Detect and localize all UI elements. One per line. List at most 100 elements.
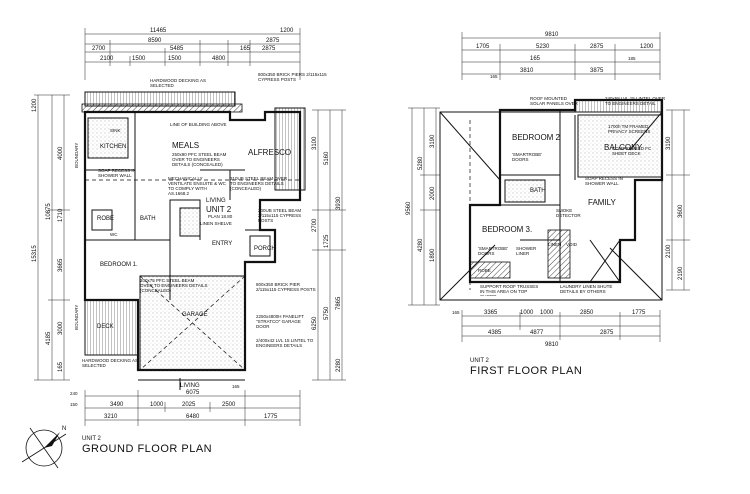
- note-steel-beam-1: 250x90 PFC STEEL BEAM OVER TO ENGINEERS …: [172, 152, 227, 167]
- ff-robe: [469, 261, 511, 279]
- dim-ff-left-e: 1890: [430, 248, 436, 262]
- dim-bottom-i: 150: [70, 402, 78, 407]
- note-ff-shower: SHOWER LINER: [516, 246, 537, 256]
- first-unit-label: UNIT 2: [470, 358, 490, 364]
- ff-stair: [547, 229, 571, 279]
- dim-left-c: 10875: [46, 203, 52, 220]
- dim-bottom-g: 1775: [264, 414, 278, 420]
- room-entry: ENTRY: [212, 241, 232, 247]
- dim-ff-bottom-i: 165: [452, 310, 460, 315]
- fixture-linen: LINEN SHELVE: [200, 221, 232, 226]
- dim-left-b: 4000: [58, 146, 64, 160]
- ground-notes: HARDWOOD DECKING AS SELECTED LINE OF BUI…: [82, 72, 327, 368]
- note-steel-beam-2: 310UB STEEL BEAM OVER TO ENGINEERS DETAI…: [230, 176, 288, 191]
- dim-ff-bottom-b: 1000: [520, 310, 534, 316]
- dim-ff-left-d: 4280: [418, 238, 424, 252]
- note-ff-smoke: SMOKE DETECTOR: [556, 208, 581, 218]
- dim-right-b: 5160: [324, 151, 330, 165]
- dim-ff-left-b: 5280: [418, 156, 424, 170]
- stair-area: [179, 207, 201, 237]
- note-steel-beam-3: 200UB STEEL BEAM 2/115x115 CYPRESS POSTS: [258, 208, 302, 222]
- ff-inner-walls: [500, 110, 576, 282]
- room-living: LIVING: [206, 198, 226, 204]
- dim-ff-bottom-g: 2875: [600, 330, 614, 336]
- north-compass: N: [21, 426, 66, 469]
- dim-ff-right-b: 3600: [678, 204, 684, 218]
- dim-right-f: 6250: [312, 316, 318, 330]
- ground-unit-label: UNIT 2: [82, 436, 102, 442]
- dim-left-f: 4185: [46, 331, 52, 345]
- note-ff-compressed: COMPRESSED FC SHEET DECK: [612, 146, 652, 156]
- dim-bottom-d: 2500: [222, 402, 236, 408]
- ground-room-labels: KITCHEN MEALS ALFRESCO LIVING UNIT 2 PLA…: [74, 128, 291, 389]
- dim-ff-top-g: 3875: [590, 68, 604, 74]
- room-ff-void: VOID: [566, 242, 578, 247]
- first-room-labels: BEDROOM 2 BALCONY BATH FAMILY BEDROOM 3.…: [478, 133, 643, 273]
- dim-left-a: 1200: [32, 98, 38, 112]
- dim-ff-top-b: 5230: [536, 44, 550, 50]
- dim-ff-left-c: 2000: [430, 186, 436, 200]
- dim-right-e: 1725: [324, 234, 330, 248]
- room-plan-area: PLAN 18.80: [208, 214, 233, 219]
- note-ventilate: MECHANICALLY VENTILATE ENSUITE & WC TO C…: [168, 176, 226, 196]
- note-ff-doors-2: 'SMARTROBE' DOORS: [478, 246, 509, 256]
- porch-box: [249, 235, 271, 257]
- room-ff-bath: BATH: [530, 188, 546, 194]
- dim-right-g: 5750: [324, 306, 330, 320]
- dim-ff-top-d: 1200: [640, 44, 654, 50]
- dim-ff-top-h: 165: [490, 74, 498, 79]
- dim-ff-right-d: 2190: [678, 266, 684, 280]
- room-ff-balcony: BALCONY: [604, 143, 643, 152]
- dim-right-c: 3930: [336, 196, 342, 210]
- dim-right-i: 2280: [336, 358, 342, 372]
- note-hardwood-top: HARDWOOD DECKING AS SELECTED: [150, 78, 207, 88]
- first-floor-title: FIRST FLOOR PLAN: [470, 365, 582, 377]
- note-ff-soap: SOAP RECESS IN SHOWER WALL: [585, 176, 623, 186]
- room-deck: DECK: [97, 324, 114, 330]
- room-bedroom-1: BEDROOM 1.: [100, 262, 138, 268]
- note-steel-beam-4: 200x75 PFC STEEL BEAM OVER TO ENGINEERS …: [140, 278, 208, 293]
- dim-bottom-c: 2025: [182, 402, 196, 408]
- first-left-dimensions: 3190 5280 9560 2000 4280 1890: [406, 107, 440, 306]
- note-ff-solar: ROOF MOUNTED SOLAR PANELS OVER: [530, 96, 578, 106]
- dim-ff-top-f: 3810: [520, 68, 534, 74]
- note-hardwood-bottom: HARDWOOD DECKING AS SELECTED: [82, 358, 139, 368]
- dim-top-4b: 1500: [132, 56, 146, 62]
- dim-ff-right-a: 3190: [666, 136, 672, 150]
- first-bottom-dimensions: 9810 3365 1000 1000 2850 1775 4877 2875 …: [452, 310, 661, 348]
- dim-right-a: 3100: [312, 136, 318, 150]
- dim-ff-bottom-h: 4385: [488, 330, 502, 336]
- room-porch: PORCH: [254, 246, 276, 252]
- room-robe: ROBE: [97, 216, 114, 222]
- room-meals: MEALS: [172, 141, 199, 150]
- ground-bottom-dimensions: 6075 3490 1000 2025 2500 3210 6480 1775 …: [70, 384, 301, 426]
- boundary-label-lower: BOUNDARY: [74, 305, 79, 330]
- dim-top-4c: 1500: [168, 56, 182, 62]
- note-garage-door: 2250x4800H PANELIFT "STRATCO" GARAGE DOO…: [256, 314, 304, 329]
- note-building-line: LINE OF BUILDING ABOVE: [170, 122, 227, 127]
- room-bath: BATH: [140, 216, 156, 222]
- first-top-dimensions: 9810 1705 5230 2875 1200 165 3810 3875 1…: [461, 32, 661, 80]
- room-unit2: UNIT 2: [206, 205, 232, 214]
- boundary-label-upper: BOUNDARY: [74, 143, 79, 168]
- dim-ff-bottom-overall: 9810: [545, 342, 559, 348]
- dim-left-overall: 15315: [32, 245, 38, 262]
- compass-circle: [25, 429, 63, 467]
- dim-left-h: 165: [58, 361, 64, 372]
- kitchen-bench: [87, 117, 129, 159]
- ff-privacy-screen: [574, 99, 663, 113]
- dim-ff-bottom-a: 3365: [484, 310, 498, 316]
- dim-left-g: 3000: [58, 321, 64, 335]
- dim-right-d: 2700: [312, 218, 318, 232]
- ground-top-dimensions: 11465 1200 8590 2875 2700 5485 165 2875 …: [84, 28, 301, 80]
- dim-ff-top-i: 185: [628, 56, 636, 61]
- dim-ff-bottom-c: 1000: [540, 310, 554, 316]
- dim-ff-bottom-e: 1775: [632, 310, 646, 316]
- dim-ff-top-e: 165: [530, 56, 541, 62]
- room-ff-family: FAMILY: [588, 198, 617, 207]
- dim-bottom-a: 3490: [110, 402, 124, 408]
- dim-bottom-e: 3210: [104, 414, 118, 420]
- room-kitchen: KITCHEN: [100, 144, 126, 150]
- dim-top-4d: 4800: [212, 56, 226, 62]
